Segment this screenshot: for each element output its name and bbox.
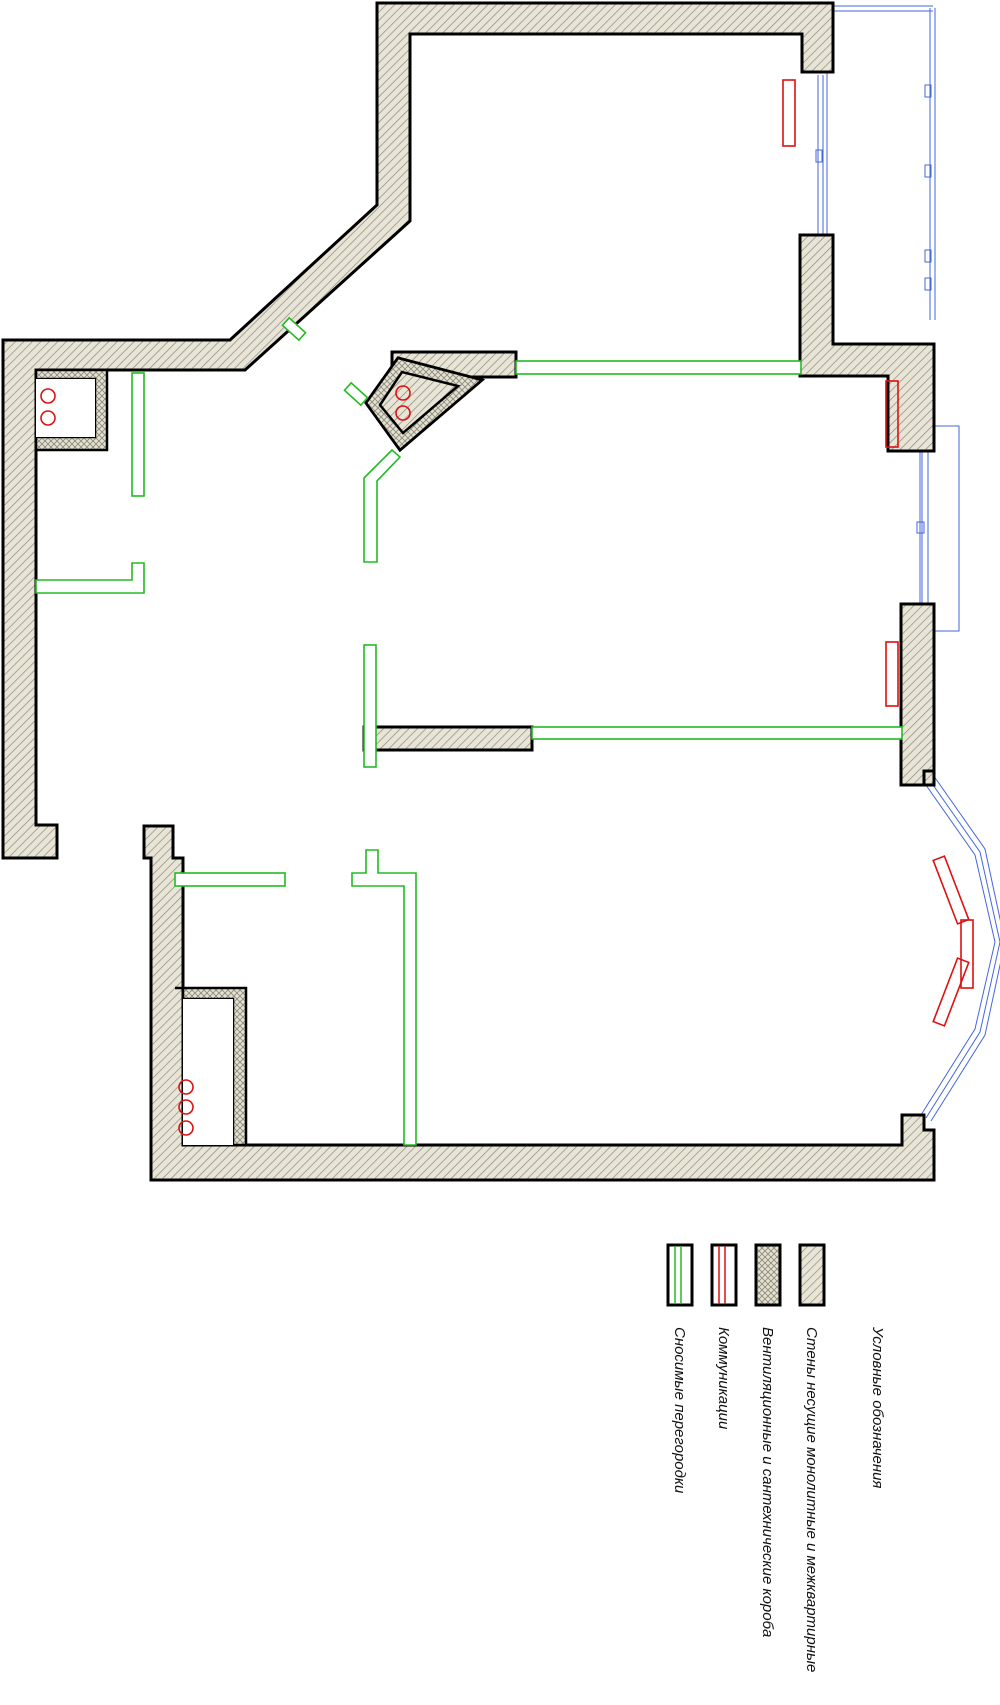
partition [281,316,307,342]
wall-east-upper [798,233,936,453]
partition [343,381,369,407]
partition [363,644,377,768]
riser-group-sw [178,1079,194,1136]
riser-circle [178,1079,194,1095]
vent-boxes [34,356,485,1147]
riser-circle [395,405,411,421]
wall-stub-middle [362,725,534,752]
legend-label-removable-partitions: Сносимые перегородки [671,1327,688,1494]
legend-title: Условные обозначения [869,1326,886,1488]
partition [35,562,145,594]
wall-bay-jamb-top [922,769,936,787]
legend-symbol-bearing-walls [798,1243,826,1307]
riser-circle [40,410,56,426]
partition [363,448,402,563]
partition [351,849,417,1146]
partition [515,360,802,375]
riser-circle [178,1099,194,1115]
communications [40,79,974,1136]
legend-symbol-removable-partitions [666,1243,694,1307]
legend-label-communications: Коммуникации [715,1327,732,1430]
legend-symbol-communications [710,1243,738,1307]
riser-circle [395,385,411,401]
riser-group-pillar [395,385,411,421]
radiator [782,79,796,147]
partition [131,372,145,497]
riser-group-nw [40,388,56,426]
radiator [885,380,899,448]
vent-box-pillar [364,356,485,452]
radiator [932,855,970,925]
bay-window [920,771,1000,1122]
wall-east-lower [899,602,936,787]
wall-south [142,824,936,1182]
radiator [932,957,970,1027]
partition [174,872,286,887]
removable-partitions [35,316,903,1146]
legend-symbol-vent-boxes [754,1243,782,1307]
radiator [885,641,899,707]
partition [531,726,903,740]
legend-label-bearing-walls: Стены несущие монолитные и межквартирные [803,1327,820,1672]
middle-window [916,425,960,632]
riser-circle [40,388,56,404]
legend-label-vent-boxes: Вентиляционные и сантехнические короба [759,1327,776,1637]
riser-circle [178,1120,194,1136]
legend: Условные обозначения Стены несущие монол… [666,1243,886,1672]
radiator [960,919,974,989]
